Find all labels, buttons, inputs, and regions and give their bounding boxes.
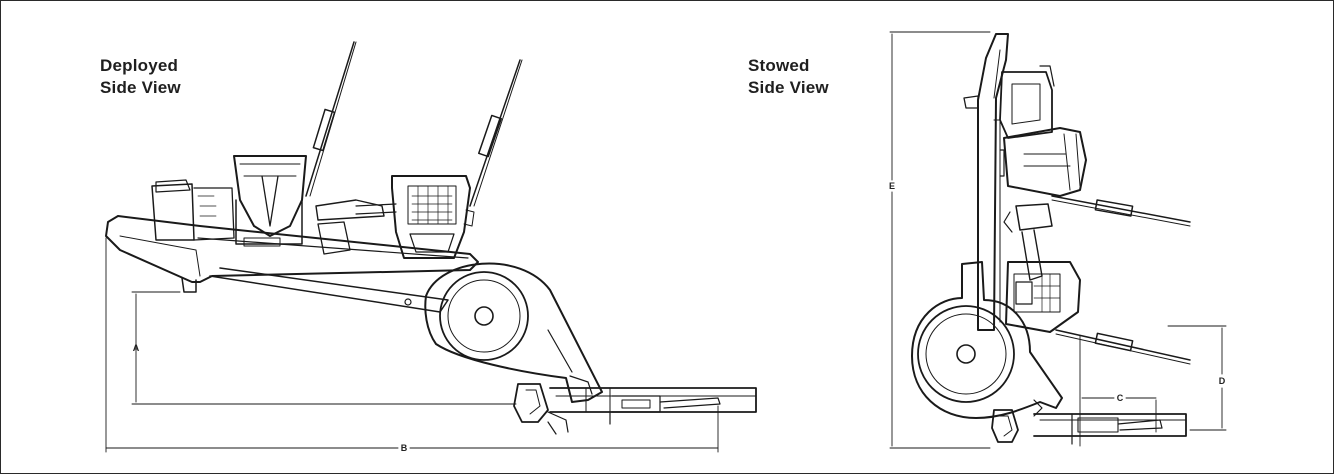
stowed-title-line1: Stowed [748,56,810,75]
stowed-view-title: Stowed Side View [748,55,829,99]
deployed-title-line1: Deployed [100,56,179,75]
dimension-d-label: D [1219,376,1226,386]
deployed-dimensions [105,237,719,453]
dimension-e-label: E [889,181,895,191]
stowed-rack-drawing [911,33,1191,445]
deployed-view-title: Deployed Side View [100,55,181,99]
stowed-dimensions [889,31,1227,449]
stowed-title-line2: Side View [748,78,829,97]
dimension-a-label: A [133,343,140,353]
dimension-c-label: C [1117,393,1124,403]
dimension-b-label: B [401,443,408,453]
deployed-title-line2: Side View [100,78,181,97]
deployed-rack-drawing [105,41,757,435]
